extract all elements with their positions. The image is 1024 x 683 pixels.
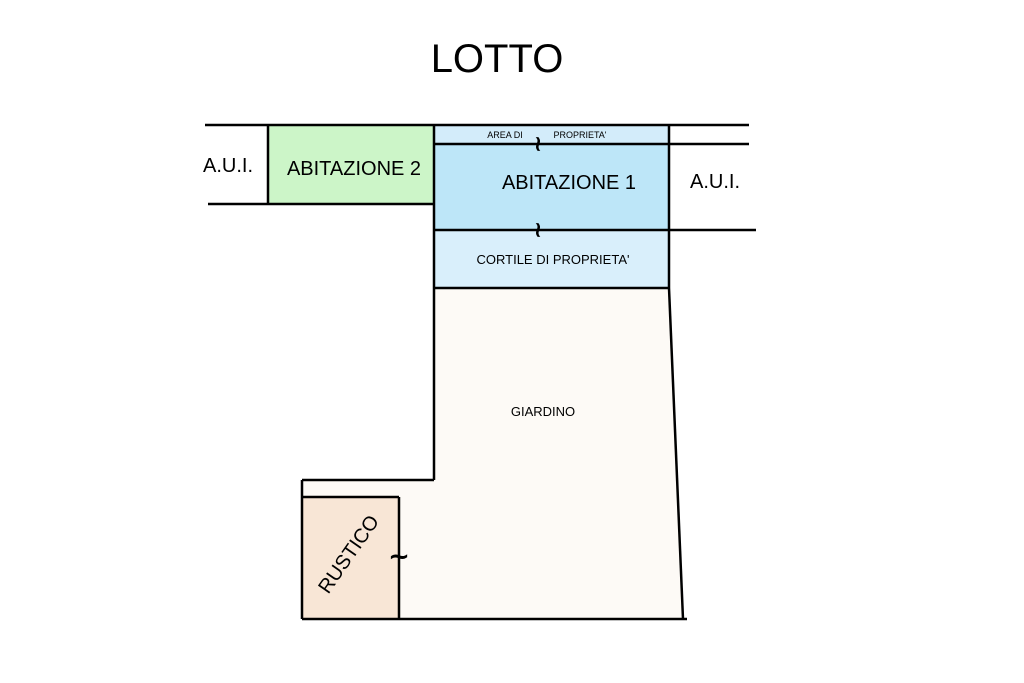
rustico-room <box>302 497 399 619</box>
diagram-title: LOTTO <box>431 37 564 81</box>
connector-tilde-icon: ~ <box>525 135 550 153</box>
aui-left-label: A.U.I. <box>203 155 253 177</box>
abitazione-1-label: ABITAZIONE 1 <box>502 172 636 194</box>
connector-tilde-icon: ~ <box>525 221 550 239</box>
giardino-label: GIARDINO <box>511 404 575 419</box>
abitazione-1-room <box>434 144 669 230</box>
proprieta-label: PROPRIETA' <box>553 130 606 140</box>
area-di-label: AREA DI <box>487 130 523 140</box>
wall-lines <box>205 123 756 621</box>
area-di-proprieta <box>434 125 669 144</box>
cortile-label: CORTILE DI PROPRIETA' <box>477 252 630 267</box>
connector-tilde-icon: ~ <box>388 542 410 572</box>
abitazione-2-room <box>268 125 434 204</box>
cortile-di-proprieta <box>434 230 669 288</box>
abitazione-2-label: ABITAZIONE 2 <box>287 158 421 180</box>
aui-right-label: A.U.I. <box>690 171 740 193</box>
